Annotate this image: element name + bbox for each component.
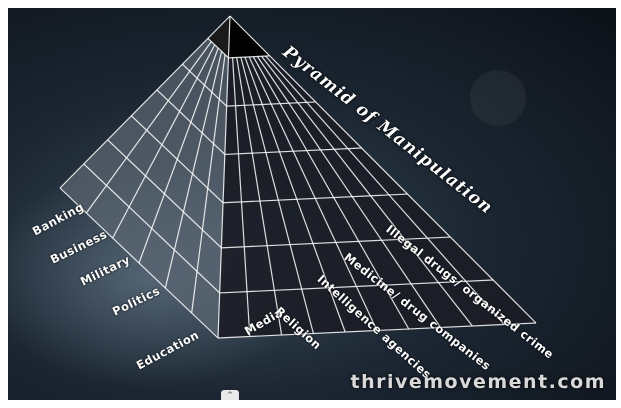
grid-col-right-5 bbox=[248, 56, 378, 331]
grid-col-left-5 bbox=[191, 54, 226, 314]
edge-right bbox=[229, 15, 537, 324]
grid-col-left-2 bbox=[112, 44, 216, 239]
edge-base-right bbox=[217, 322, 537, 339]
grid-col-right-7 bbox=[256, 56, 442, 328]
grid-col-right-4 bbox=[244, 56, 346, 333]
grid-col-right-3 bbox=[240, 57, 314, 334]
chevron-up-icon[interactable]: ⌃ bbox=[221, 390, 239, 400]
grid-col-right-1 bbox=[231, 57, 251, 337]
grid-col-left-4 bbox=[164, 51, 223, 289]
grid-col-left-3 bbox=[138, 47, 219, 264]
capstone-right bbox=[228, 16, 270, 58]
pyramid-graphic bbox=[8, 15, 537, 388]
edge-front bbox=[217, 15, 231, 339]
pyramid bbox=[59, 15, 537, 339]
edge-left bbox=[59, 15, 231, 189]
grid-col-right-9 bbox=[265, 55, 505, 325]
pyramid-right-face bbox=[218, 16, 536, 338]
grid-col-left-1 bbox=[85, 41, 212, 214]
capstone-left bbox=[207, 16, 230, 58]
watermark: thrivemovement.com bbox=[350, 371, 606, 393]
bokeh-light bbox=[470, 70, 526, 126]
grid-col-right-2 bbox=[236, 57, 283, 336]
edge-base-left bbox=[59, 187, 219, 339]
grid-col-right-6 bbox=[252, 56, 410, 330]
grid-col-right-8 bbox=[261, 55, 473, 327]
